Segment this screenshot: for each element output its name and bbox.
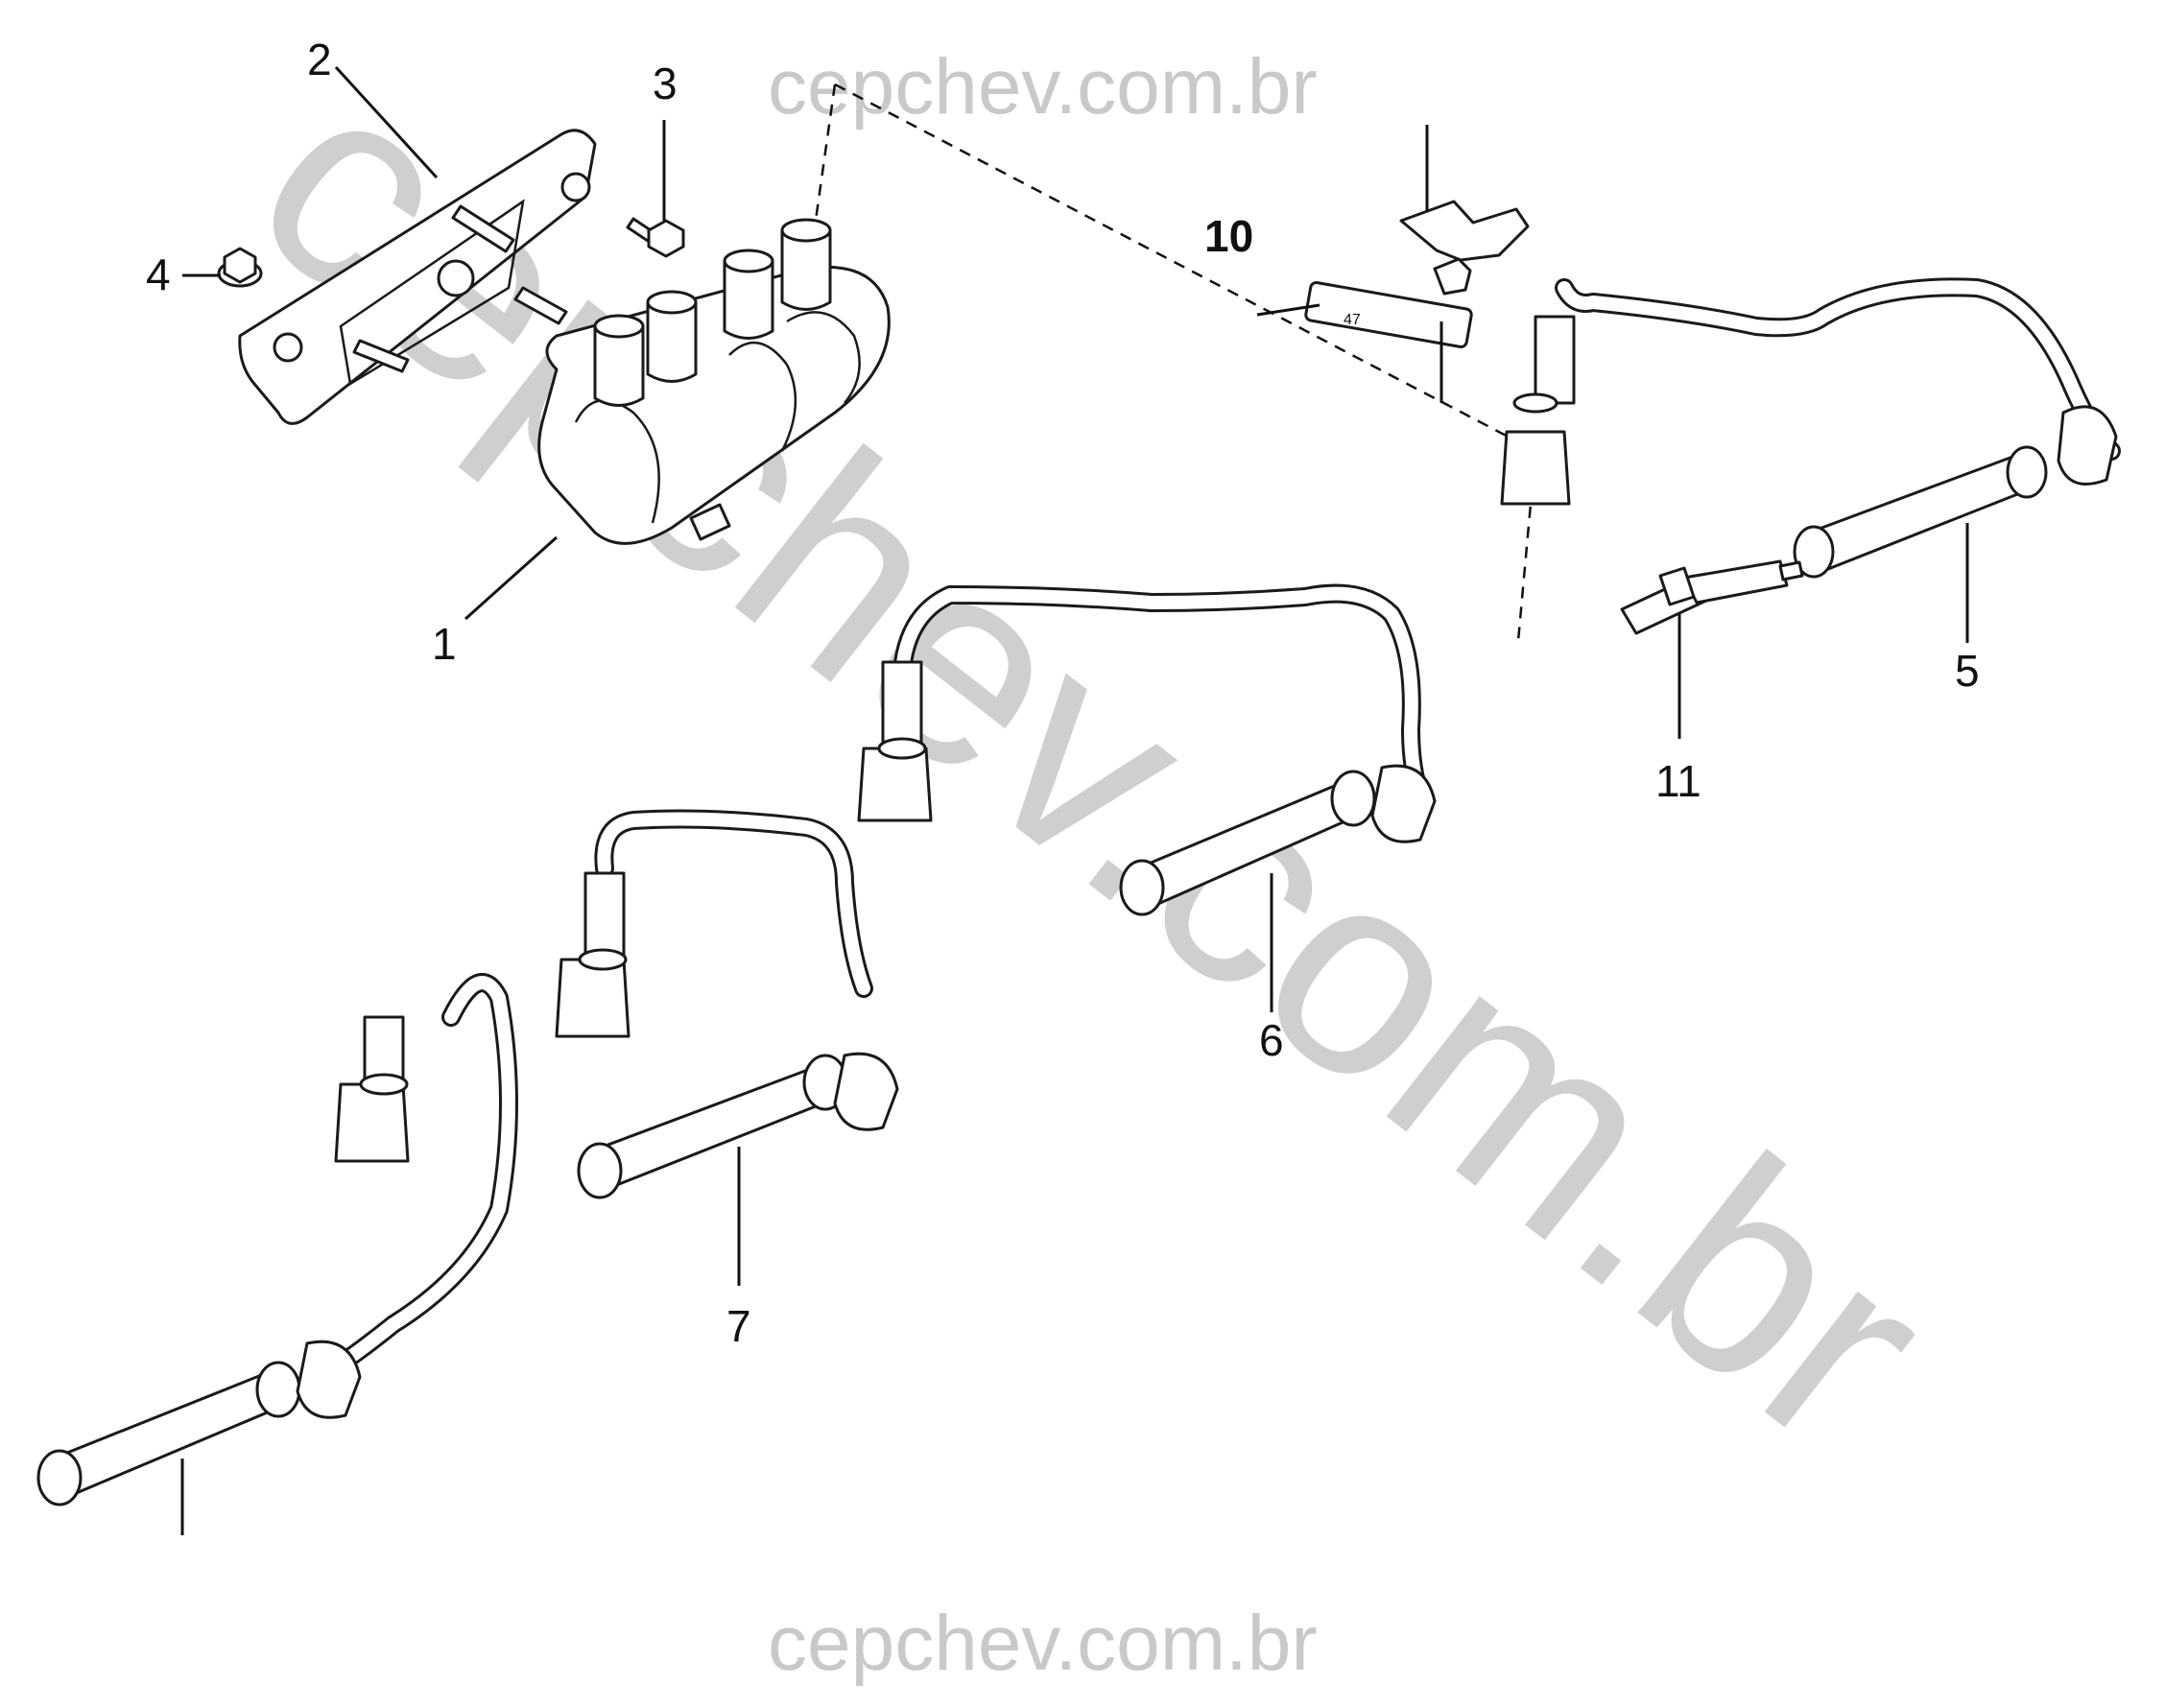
spark-plug-part (1620, 559, 1804, 635)
tag-clip-part: 47 (1304, 125, 1530, 403)
watermark-top: cepchev.com.br (768, 43, 1318, 130)
nut-part (217, 247, 263, 288)
callout-2: 2 (307, 35, 332, 84)
bolt-part (626, 217, 685, 258)
plug-wire-bottom-part (36, 973, 518, 1506)
callout-4: 4 (146, 249, 171, 299)
callout-10: 10 (1204, 211, 1253, 261)
callout-6: 6 (1259, 1015, 1284, 1065)
callout-3: 3 (653, 59, 678, 108)
bracket-part (238, 129, 597, 425)
callout-1: 1 (432, 619, 457, 669)
watermark-bottom: cepchev.com.br (768, 1600, 1318, 1687)
ignition-coil-part (537, 218, 891, 545)
plug-wire-5-part (1500, 277, 2121, 579)
leader-lines (180, 65, 1969, 1535)
plug-wire-7-part (555, 809, 899, 1199)
callout-11: 11 (1655, 756, 1701, 806)
callout-5: 5 (1955, 646, 1980, 696)
tag-text: 47 (1344, 312, 1361, 328)
callout-7: 7 (726, 1301, 751, 1351)
plug-wire-6-part (857, 583, 1437, 916)
